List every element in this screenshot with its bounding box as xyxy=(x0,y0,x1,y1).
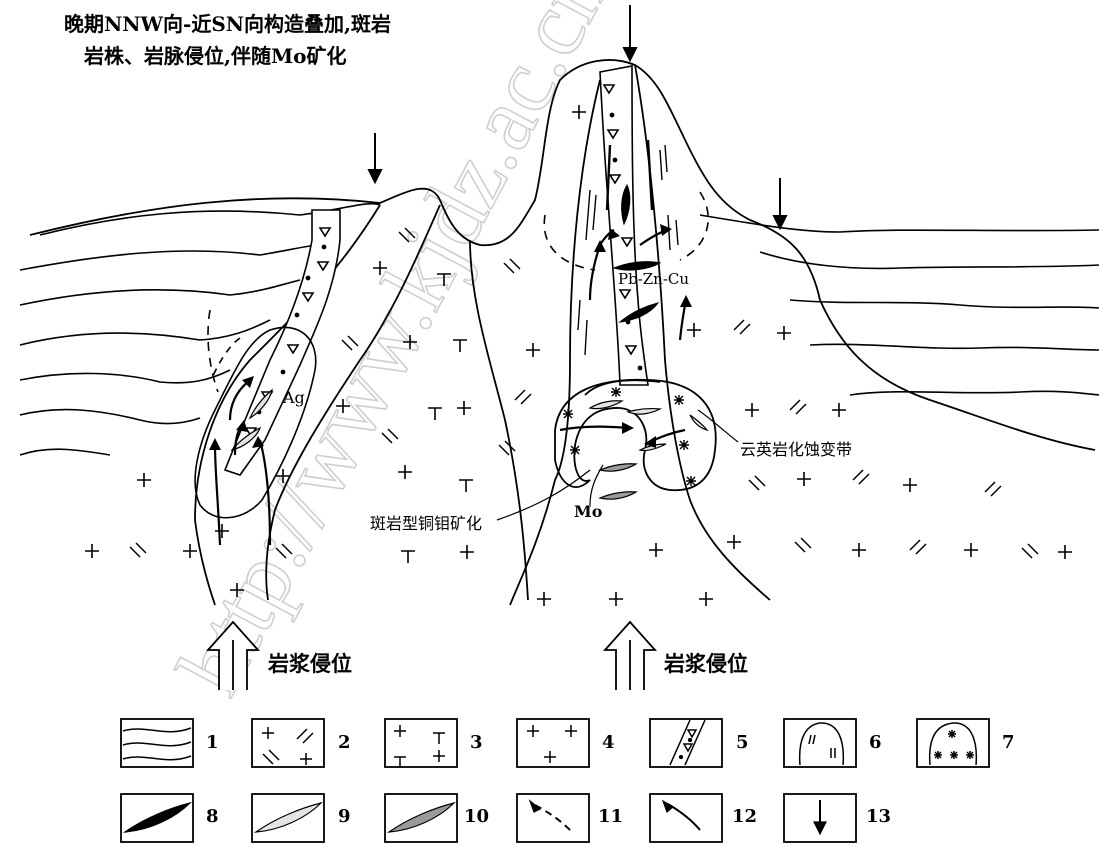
vein-swarm xyxy=(577,139,679,356)
ore-black-bodies xyxy=(612,183,662,323)
dashed-ring-right xyxy=(543,191,709,271)
alteration-envelope-left xyxy=(194,309,317,519)
legend-box-5 xyxy=(649,718,723,768)
legend-num-1: 1 xyxy=(206,732,219,753)
leader-lines xyxy=(496,409,739,521)
legend-box-4 xyxy=(516,718,590,768)
legend-symbols xyxy=(122,719,978,831)
label-porphyry-cu-mo: 斑岩型铜钼矿化 xyxy=(370,514,483,533)
legend-symbol-fills xyxy=(122,799,827,836)
ore-gray-bodies xyxy=(598,463,638,500)
lithology-asterisk xyxy=(563,387,696,486)
strata-left xyxy=(19,202,381,456)
lithology-slash xyxy=(129,227,1039,559)
legend-box-12 xyxy=(649,793,723,843)
legend-num-4: 4 xyxy=(602,732,615,753)
label-magma-right: 岩浆侵位 xyxy=(664,651,748,676)
legend-box-7 xyxy=(916,718,990,768)
legend-box-3 xyxy=(384,718,458,768)
legend-box-10 xyxy=(384,793,458,843)
legend-box-6 xyxy=(783,718,857,768)
watermark-text: http://www.kjdz.ac.cn/ xyxy=(158,0,640,709)
legend-num-10: 10 xyxy=(464,806,490,827)
legend-num-13: 13 xyxy=(866,806,892,827)
legend-num-6: 6 xyxy=(869,732,882,753)
flow-arrowheads xyxy=(209,224,692,450)
lithology-plus xyxy=(85,105,1072,606)
breccia-dike-left xyxy=(223,209,341,476)
legend-num-5: 5 xyxy=(736,732,749,753)
label-mo: Mo xyxy=(574,502,603,521)
legend-num-2: 2 xyxy=(338,732,351,753)
magma-arrow-right xyxy=(602,620,658,690)
legend-num-11: 11 xyxy=(598,806,624,827)
legend-num-7: 7 xyxy=(1002,732,1015,753)
legend-box-11 xyxy=(516,793,590,843)
ore-light-bodies xyxy=(230,388,709,452)
porphyry-stock-right xyxy=(554,378,717,492)
legend-box-8 xyxy=(120,793,194,843)
legend-num-9: 9 xyxy=(338,806,351,827)
legend-box-2 xyxy=(251,718,325,768)
watermark: http://www.kjdz.ac.cn/ xyxy=(157,0,641,710)
breccia-dike-right xyxy=(599,65,649,386)
title-line-2: 岩株、岩脉侵位,伴随Mo矿化 xyxy=(84,44,347,68)
legend-num-12: 12 xyxy=(732,806,758,827)
legend-box-1 xyxy=(120,718,194,768)
lithology-tee xyxy=(401,273,473,563)
terrain-outline xyxy=(29,59,1096,451)
legend-box-13 xyxy=(783,793,857,843)
legend xyxy=(120,718,990,843)
legend-box-9 xyxy=(251,793,325,843)
legend-num-8: 8 xyxy=(206,806,219,827)
label-ag: Ag xyxy=(283,388,305,407)
label-alteration-zone: 云英岩化蚀变带 xyxy=(740,440,853,459)
legend-num-3: 3 xyxy=(470,732,483,753)
label-magma-left: 岩浆侵位 xyxy=(268,651,352,676)
label-pb-zn-cu: Pb-Zn-Cu xyxy=(618,270,690,288)
stress-arrows xyxy=(367,5,788,231)
magma-arrow-left xyxy=(205,620,261,690)
strata-right xyxy=(699,214,1099,396)
title-line-1: 晚期NNW向-近SN向构造叠加,斑岩 xyxy=(64,12,392,36)
